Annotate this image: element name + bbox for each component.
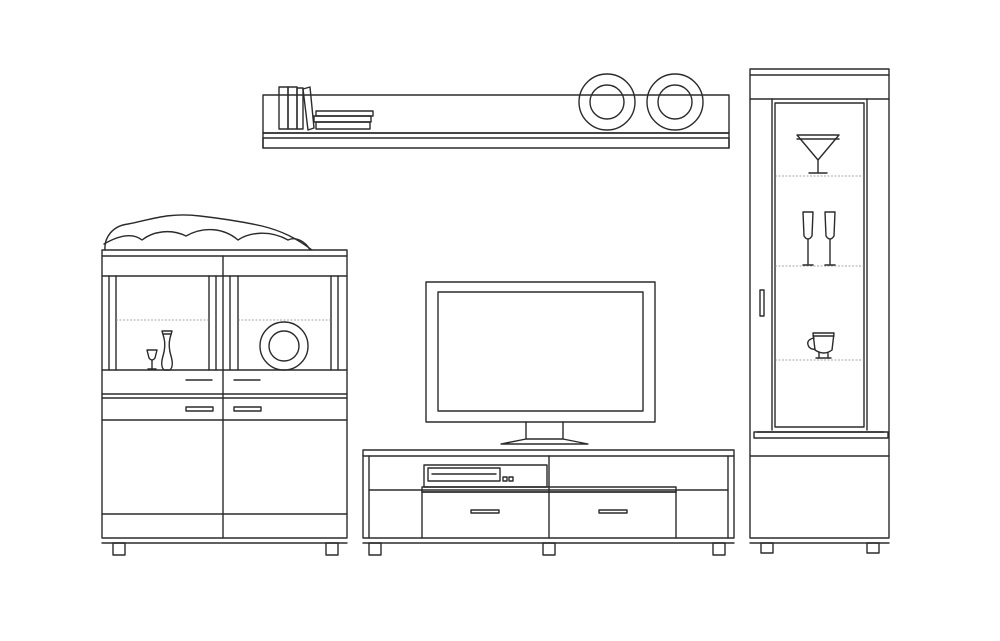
drawer-handle[interactable] — [233, 406, 262, 412]
door-handle[interactable] — [759, 289, 765, 317]
drawer-handle[interactable] — [185, 406, 214, 412]
tv-stand — [362, 449, 735, 556]
drawer-handle[interactable] — [470, 509, 500, 514]
wine-glass-icon — [824, 211, 836, 266]
vase-icon — [161, 330, 173, 371]
stand-foot — [368, 542, 382, 556]
cabinet-foot — [325, 542, 339, 556]
dvd-player-icon — [423, 464, 548, 488]
plate-icon — [646, 73, 704, 131]
stand-foot — [542, 542, 556, 556]
plate-icon — [259, 321, 309, 371]
wine-glass-icon — [796, 134, 840, 174]
cabinet-foot — [112, 542, 126, 556]
fabric-throw — [103, 214, 313, 251]
wine-glass-icon — [802, 211, 814, 266]
book-stack-icon — [278, 86, 374, 131]
television-icon — [425, 281, 656, 445]
drawer-handle[interactable] — [598, 509, 628, 514]
left-display-cabinet — [101, 214, 348, 556]
vitrine-foot — [760, 542, 774, 554]
vitrine-foot — [866, 542, 880, 554]
wall-shelf — [262, 73, 730, 149]
plate-icon — [578, 73, 636, 131]
stand-foot — [712, 542, 726, 556]
cup-icon — [807, 332, 835, 359]
wine-glass-icon — [146, 349, 158, 370]
tall-glass-vitrine — [749, 68, 890, 554]
